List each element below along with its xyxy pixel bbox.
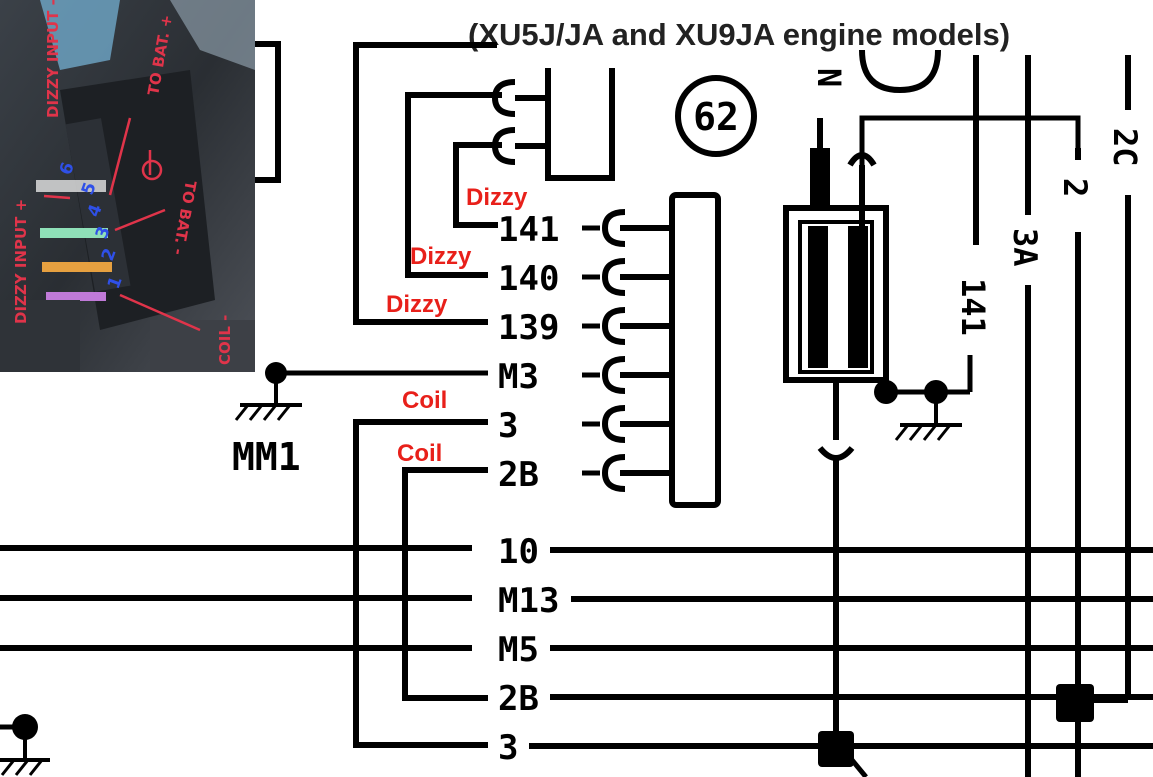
ignition-module	[783, 115, 1081, 736]
upper-connector-block	[353, 42, 615, 325]
module-ground	[874, 380, 962, 441]
pin-label: 141	[498, 210, 559, 250]
vertical-wires	[973, 55, 1131, 777]
annotation-dizzy-140: Dizzy	[410, 243, 472, 270]
photo-label-dizzy-input-minus: DIZZY INPUT -	[44, 0, 62, 118]
annotation-coil-3: Coil	[402, 387, 447, 414]
connector-pin: 3	[498, 405, 672, 446]
splice-points	[818, 684, 1094, 777]
vlabel-3a: 3A	[1006, 228, 1044, 267]
vlabel-2c: 2C	[1106, 128, 1144, 167]
connector-body	[669, 192, 721, 508]
partial-top-symbols: N	[810, 49, 941, 94]
bus-wire-label: 10	[498, 532, 539, 572]
vlabel-2: 2	[1056, 178, 1094, 197]
bus-wire: 2B	[498, 679, 1153, 719]
vlabel-141: 141	[954, 278, 992, 336]
vertical-wire-labels: 141 3A 2 2C	[954, 128, 1144, 336]
pin-label: 3	[498, 406, 518, 446]
bus-wire-label: 3	[498, 728, 518, 768]
pin-label: 140	[498, 259, 559, 299]
annotation-dizzy-139: Dizzy	[386, 291, 448, 318]
connector-pin: 140	[498, 258, 672, 299]
bus-wire: 10	[498, 532, 1153, 572]
top-partial-label: N	[810, 68, 848, 87]
photo-label-dizzy-input-plus: DIZZY INPUT +	[12, 199, 30, 324]
pin-label: 2B	[498, 455, 539, 495]
pin-label: M3	[498, 357, 539, 397]
bus-wire: M13	[498, 581, 1153, 621]
annotation-dizzy-141: Dizzy	[466, 184, 528, 211]
title-block: (XU5J/JA and XU9JA engine models)	[468, 17, 1010, 52]
connector-pin: M3	[498, 356, 672, 397]
photo-label-coil-minus: COIL -	[216, 315, 234, 365]
top-left-frame	[255, 41, 281, 183]
bottom-left-ground	[0, 714, 50, 776]
red-annotations: Dizzy Dizzy Dizzy Coil Coil	[386, 184, 528, 467]
bus-wire-label: 2B	[498, 679, 539, 719]
coil-wiring	[353, 419, 488, 748]
diagram-title: (XU5J/JA and XU9JA engine models)	[468, 17, 1010, 52]
left-bus-lines	[0, 545, 472, 651]
pin-label: 139	[498, 308, 559, 348]
connector-pin: 141	[498, 209, 672, 250]
bus-wire: M5	[498, 630, 1153, 670]
mm1-ground: MM1	[232, 362, 488, 479]
ground-label: MM1	[232, 435, 301, 479]
connector-pin: 139	[498, 307, 672, 348]
bus-wire-label: M5	[498, 630, 539, 670]
connector-pin: 2B	[498, 454, 672, 495]
connector-number: 62	[693, 95, 739, 139]
annotation-coil-2b: Coil	[397, 440, 442, 467]
bus-wire-label: M13	[498, 581, 559, 621]
connector-62-badge: 62	[675, 75, 757, 157]
connector-photo: DIZZY INPUT + DIZZY INPUT - TO BAT. + TO…	[0, 0, 255, 372]
